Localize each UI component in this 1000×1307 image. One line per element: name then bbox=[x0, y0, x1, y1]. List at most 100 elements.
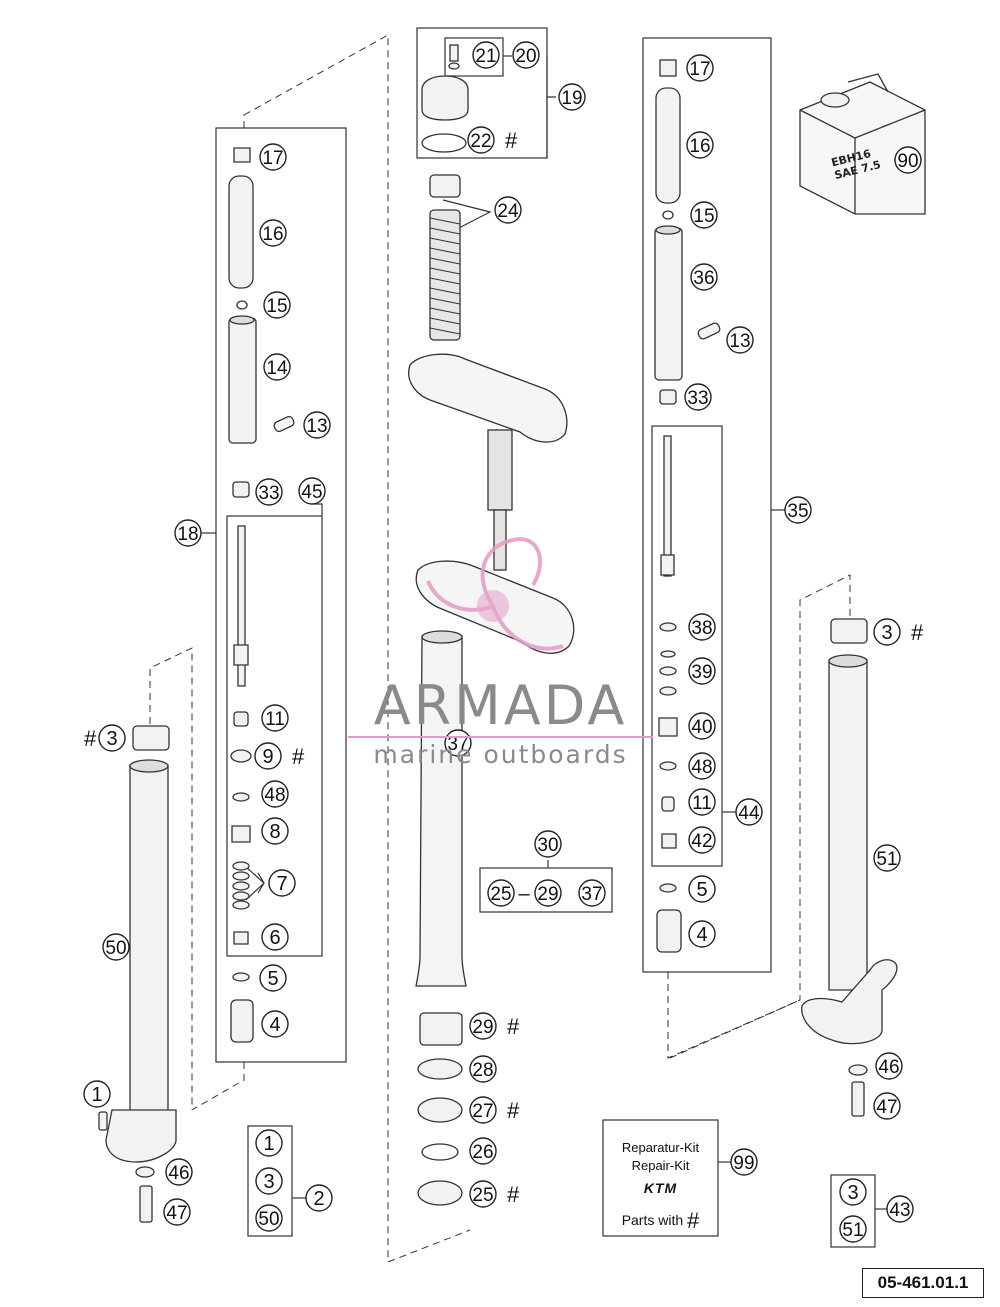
bearing-kit-box bbox=[479, 867, 613, 913]
callout-circle bbox=[894, 146, 922, 174]
callout-circle bbox=[688, 613, 716, 641]
callout-number: 48 bbox=[264, 785, 285, 806]
callout-hash: # bbox=[507, 1098, 520, 1123]
watermark-rule bbox=[348, 736, 653, 738]
callout-number: 4 bbox=[269, 1014, 280, 1036]
callout-circle bbox=[174, 519, 202, 547]
callout-4: 4 bbox=[688, 920, 716, 948]
callout-3: 3# bbox=[873, 618, 924, 646]
callout-46: 46 bbox=[875, 1052, 903, 1080]
callout-number: 19 bbox=[561, 88, 582, 109]
callout-13: 13 bbox=[726, 326, 754, 354]
callout-circle bbox=[163, 1198, 191, 1226]
callout-24: 24 bbox=[494, 196, 522, 224]
callout-number: 33 bbox=[258, 483, 279, 504]
callout-circle bbox=[298, 477, 326, 505]
callout-circle bbox=[534, 879, 562, 907]
right-outer-tube-kit-box bbox=[830, 1174, 876, 1248]
callout-37: 37 bbox=[578, 879, 606, 907]
callout-circle bbox=[305, 1184, 333, 1212]
callout-circle bbox=[487, 879, 515, 907]
callout-number: 9 bbox=[262, 746, 273, 768]
callout-number: 15 bbox=[693, 206, 714, 227]
callout-25: 25 bbox=[487, 879, 515, 907]
callout-5: 5 bbox=[688, 875, 716, 903]
callout-circle bbox=[688, 920, 716, 948]
cap-17-left bbox=[233, 147, 251, 163]
damper-tube-14-left bbox=[228, 317, 257, 444]
callout-number: 3 bbox=[263, 1171, 274, 1193]
outer-tube-50 bbox=[129, 764, 169, 1116]
callout-3: 3 bbox=[839, 1178, 867, 1206]
callout-circle bbox=[467, 126, 495, 154]
callout-7: 7 bbox=[268, 869, 296, 897]
callout-circle bbox=[469, 1012, 497, 1040]
callout-number: 29 bbox=[537, 884, 558, 905]
callout-number: 26 bbox=[472, 1142, 493, 1163]
callout-circle bbox=[261, 817, 289, 845]
repair-kit-line2: Repair-Kit bbox=[631, 1158, 690, 1173]
callout-number: 48 bbox=[691, 757, 712, 778]
callout-6: 6 bbox=[261, 923, 289, 951]
callout-circle bbox=[886, 1195, 914, 1223]
callout-circle bbox=[839, 1178, 867, 1206]
callout-circle bbox=[255, 1204, 283, 1232]
propeller-icon bbox=[426, 537, 564, 651]
callout-26: 26 bbox=[469, 1137, 497, 1165]
callout-3: 3 bbox=[255, 1167, 283, 1195]
callout-circle bbox=[735, 798, 763, 826]
callout-circle bbox=[255, 1129, 283, 1157]
callout-circle bbox=[469, 1180, 497, 1208]
callout-number: 1 bbox=[91, 1084, 102, 1106]
callout-13: 13 bbox=[303, 411, 331, 439]
callout-9: 9# bbox=[254, 742, 305, 770]
callout-circle bbox=[261, 1010, 289, 1038]
callout-number: 47 bbox=[166, 1203, 187, 1224]
callout-number: 2 bbox=[313, 1188, 324, 1210]
callout-18: 18 bbox=[174, 519, 202, 547]
callout-50: 50 bbox=[255, 1204, 283, 1232]
callout-number: 16 bbox=[689, 136, 710, 157]
callout-circle bbox=[730, 1148, 758, 1176]
oil-can-90 bbox=[799, 81, 926, 215]
callout-number: 42 bbox=[691, 831, 712, 852]
callout-number: 4 bbox=[696, 924, 707, 946]
callout-51: 51 bbox=[839, 1215, 867, 1243]
callout-17: 17 bbox=[259, 143, 287, 171]
callout-29: 29 bbox=[534, 879, 562, 907]
callout-number: 18 bbox=[177, 524, 198, 545]
callout-50: 50 bbox=[102, 933, 130, 961]
callout-hash: # bbox=[507, 1182, 520, 1207]
callout-number: 17 bbox=[689, 59, 710, 80]
callout-45: 45 bbox=[298, 477, 326, 505]
callout-number: 24 bbox=[497, 201, 519, 222]
callout-number: 13 bbox=[729, 331, 750, 352]
callout-circle bbox=[261, 704, 289, 732]
callout-circle bbox=[472, 41, 500, 69]
callout-circle bbox=[259, 219, 287, 247]
callout-number: 47 bbox=[876, 1097, 897, 1118]
callout-circle bbox=[690, 201, 718, 229]
callout-circle bbox=[102, 933, 130, 961]
callout-39: 39 bbox=[688, 657, 716, 685]
callout-3: 3# bbox=[84, 724, 126, 752]
callout-circle bbox=[255, 478, 283, 506]
callout-15: 15 bbox=[690, 201, 718, 229]
callout-5: 5 bbox=[259, 964, 287, 992]
callout-8: 8 bbox=[261, 817, 289, 845]
callout-number: 22 bbox=[470, 131, 491, 152]
callout-2: 2 bbox=[305, 1184, 333, 1212]
callout-hash: # bbox=[505, 128, 518, 153]
callout-number: 1 bbox=[263, 1133, 274, 1155]
stanchion-37 bbox=[415, 635, 467, 987]
callout-circle bbox=[534, 830, 562, 858]
callout-circle bbox=[686, 54, 714, 82]
callout-circle bbox=[873, 844, 901, 872]
callout-hash: # bbox=[292, 744, 305, 769]
callout-43: 43 bbox=[886, 1195, 914, 1223]
callout-number: 28 bbox=[472, 1060, 493, 1081]
callout-17: 17 bbox=[686, 54, 714, 82]
ktm-logo: KTM bbox=[643, 1180, 678, 1196]
callout-circle bbox=[578, 879, 606, 907]
callout-circle bbox=[688, 875, 716, 903]
